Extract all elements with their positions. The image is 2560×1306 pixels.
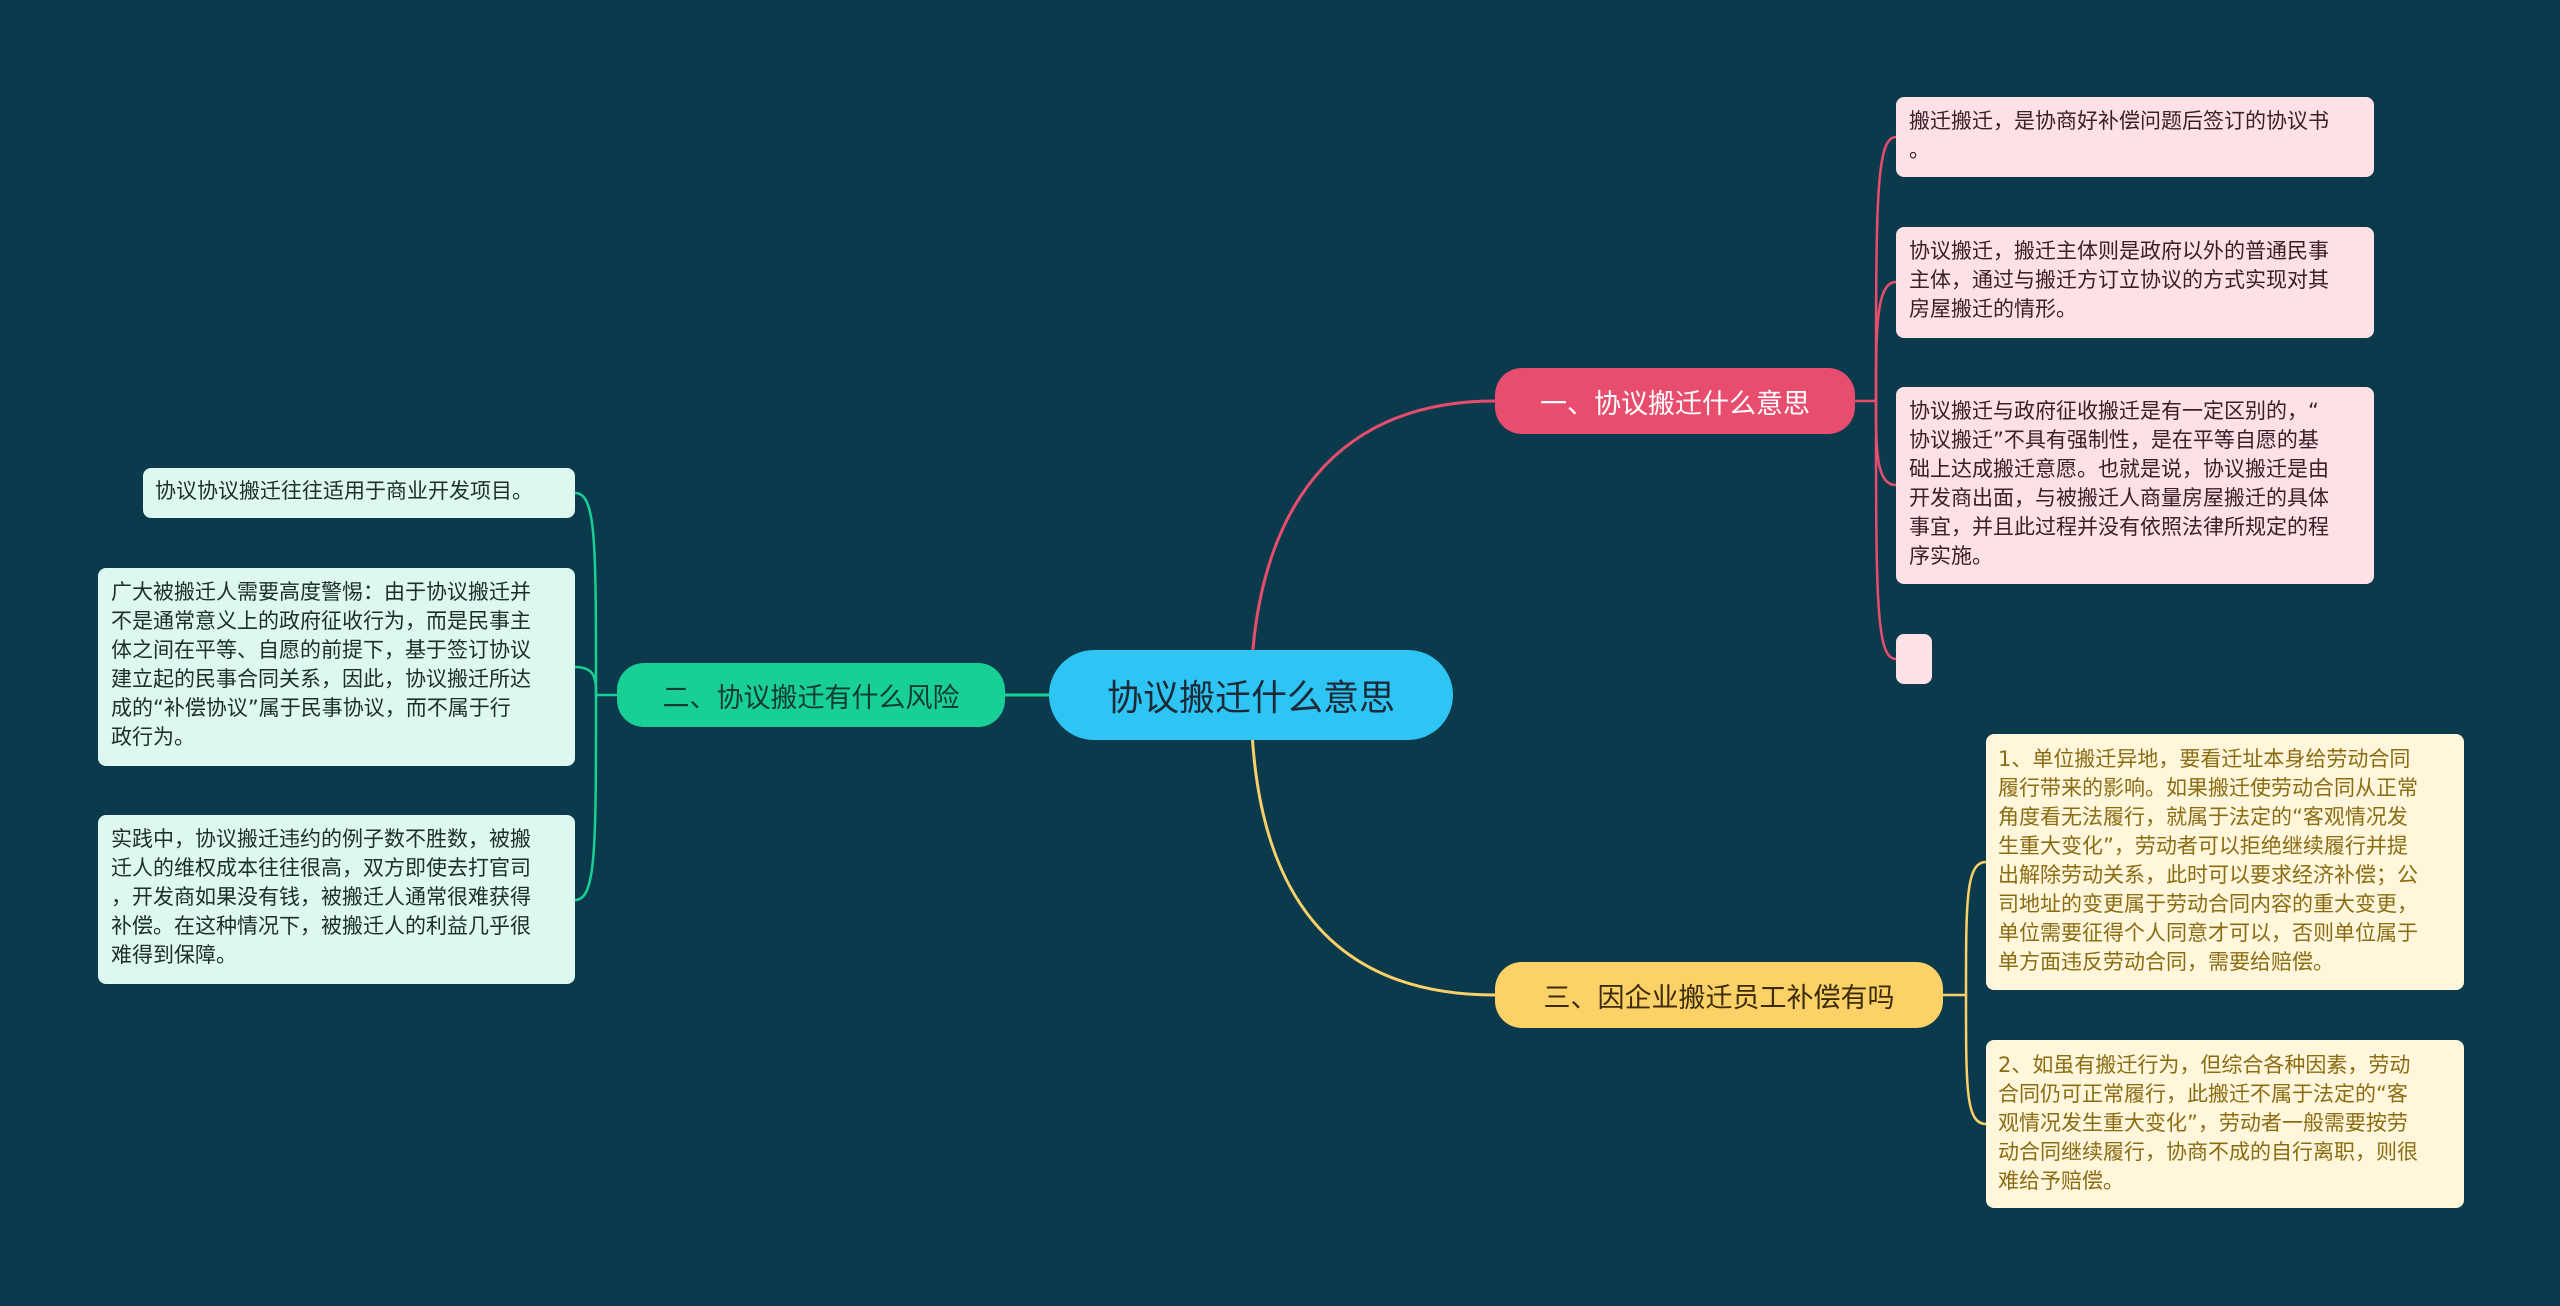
leaf-topic-3-1[interactable]: 1、单位搬迁异地，要看迁址本身给劳动合同 履行带来的影响。如果搬迁使劳动合同从正… — [1986, 734, 2464, 990]
link-branch3-leaf2 — [1964, 994, 1987, 1126]
leaf-topic-2-1[interactable]: 协议协议搬迁往往适用于商业开发项目。 — [143, 468, 575, 518]
branch-topic-2[interactable]: 二、协议搬迁有什么风险 — [617, 663, 1005, 727]
link-branch2-leaf3 — [574, 694, 598, 902]
leaf-topic-1-1[interactable]: 搬迁搬迁，是协商好补偿问题后签订的协议书 。 — [1896, 97, 2374, 177]
central-topic[interactable]: 协议搬迁什么意思 — [1049, 650, 1453, 740]
link-center-branch1 — [1249, 399, 1496, 696]
leaf-topic-3-2[interactable]: 2、如虽有搬迁行为，但综合各种因素，劳动 合同仍可正常履行，此搬迁不属于法定的“… — [1986, 1040, 2464, 1208]
leaf-topic-2-3[interactable]: 实践中，协议搬迁违约的例子数不胜数，被搬 迁人的维权成本往往很高，双方即使去打官… — [98, 815, 575, 984]
link-branch1-leaf3 — [1874, 400, 1897, 487]
branch-topic-1[interactable]: 一、协议搬迁什么意思 — [1495, 368, 1855, 434]
link-branch1-leaf4 — [1874, 400, 1897, 661]
link-branch2-leaf2 — [574, 665, 598, 696]
link-center-branch3 — [1249, 694, 1496, 997]
leaf-topic-1-2[interactable]: 协议搬迁，搬迁主体则是政府以外的普通民事 主体，通过与搬迁方订立协议的方式实现对… — [1896, 227, 2374, 338]
branch-topic-3[interactable]: 三、因企业搬迁员工补偿有吗 — [1495, 962, 1943, 1028]
link-branch1-leaf2 — [1874, 280, 1897, 402]
leaf-topic-1-3[interactable]: 协议搬迁与政府征收搬迁是有一定区别的，“ 协议搬迁”不具有强制性，是在平等自愿的… — [1896, 387, 2374, 584]
link-branch3-leaf1 — [1943, 860, 1987, 997]
leaf-topic-1-4-empty[interactable] — [1896, 634, 1932, 684]
link-branch2-leaf1 — [574, 491, 617, 697]
leaf-topic-2-2[interactable]: 广大被搬迁人需要高度警惕：由于协议搬迁并 不是通常意义上的政府征收行为，而是民事… — [98, 568, 575, 766]
